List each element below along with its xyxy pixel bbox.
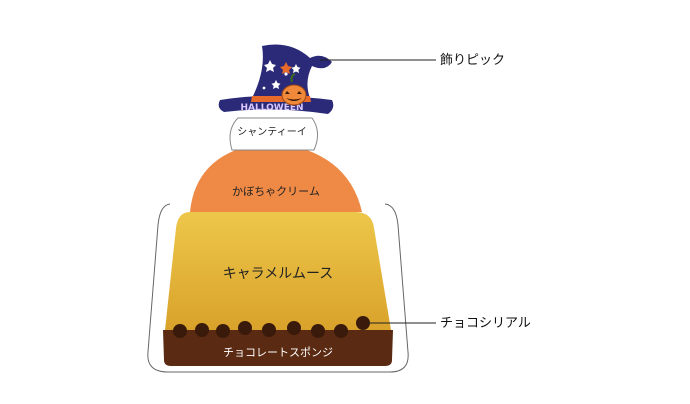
- witch-hat-pick-icon: HALLOWEEN: [218, 44, 334, 114]
- choco-cereal-dot: [238, 321, 252, 335]
- choco-cereal-dot: [334, 324, 348, 338]
- star-icons: [262, 60, 301, 90]
- whipped-cream-layer: [229, 117, 318, 151]
- choco-cereal-dots: [173, 316, 370, 338]
- star-icon: [264, 60, 276, 72]
- choco-cereal-dot: [311, 324, 325, 338]
- chocolate-sponge-layer: [163, 330, 393, 366]
- cup-outline: [147, 203, 409, 373]
- hat-band-text: HALLOWEEN: [240, 103, 303, 113]
- caramel-mousse-layer: [165, 212, 391, 330]
- star-icon: [291, 64, 301, 73]
- pumpkin-cream-layer: [190, 142, 362, 212]
- orange-star-icon: [280, 62, 292, 74]
- star-icon: [271, 80, 281, 89]
- pumpkin-icon: [281, 73, 307, 106]
- caramel-mousse-label: キャラメルムース: [223, 266, 334, 282]
- choco-cereal-dot: [216, 324, 230, 338]
- choco-cereal-label: チョコシリアル: [440, 316, 531, 331]
- pumpkin-cream-label: かぼちゃクリーム: [232, 185, 320, 198]
- choco-cereal-dot: [195, 323, 209, 337]
- choco-cereal-dot: [173, 324, 187, 338]
- chocolate-sponge-label: チョコレートスポンジ: [223, 346, 333, 359]
- decoration-pick-label: 飾りピック: [440, 53, 505, 68]
- hat-body: [252, 44, 332, 98]
- choco-cereal-dot: [262, 323, 276, 337]
- whipped-cream-label: シャンティーイ: [237, 127, 306, 138]
- choco-cereal-dot: [356, 316, 370, 330]
- choco-cereal-dot: [287, 321, 301, 335]
